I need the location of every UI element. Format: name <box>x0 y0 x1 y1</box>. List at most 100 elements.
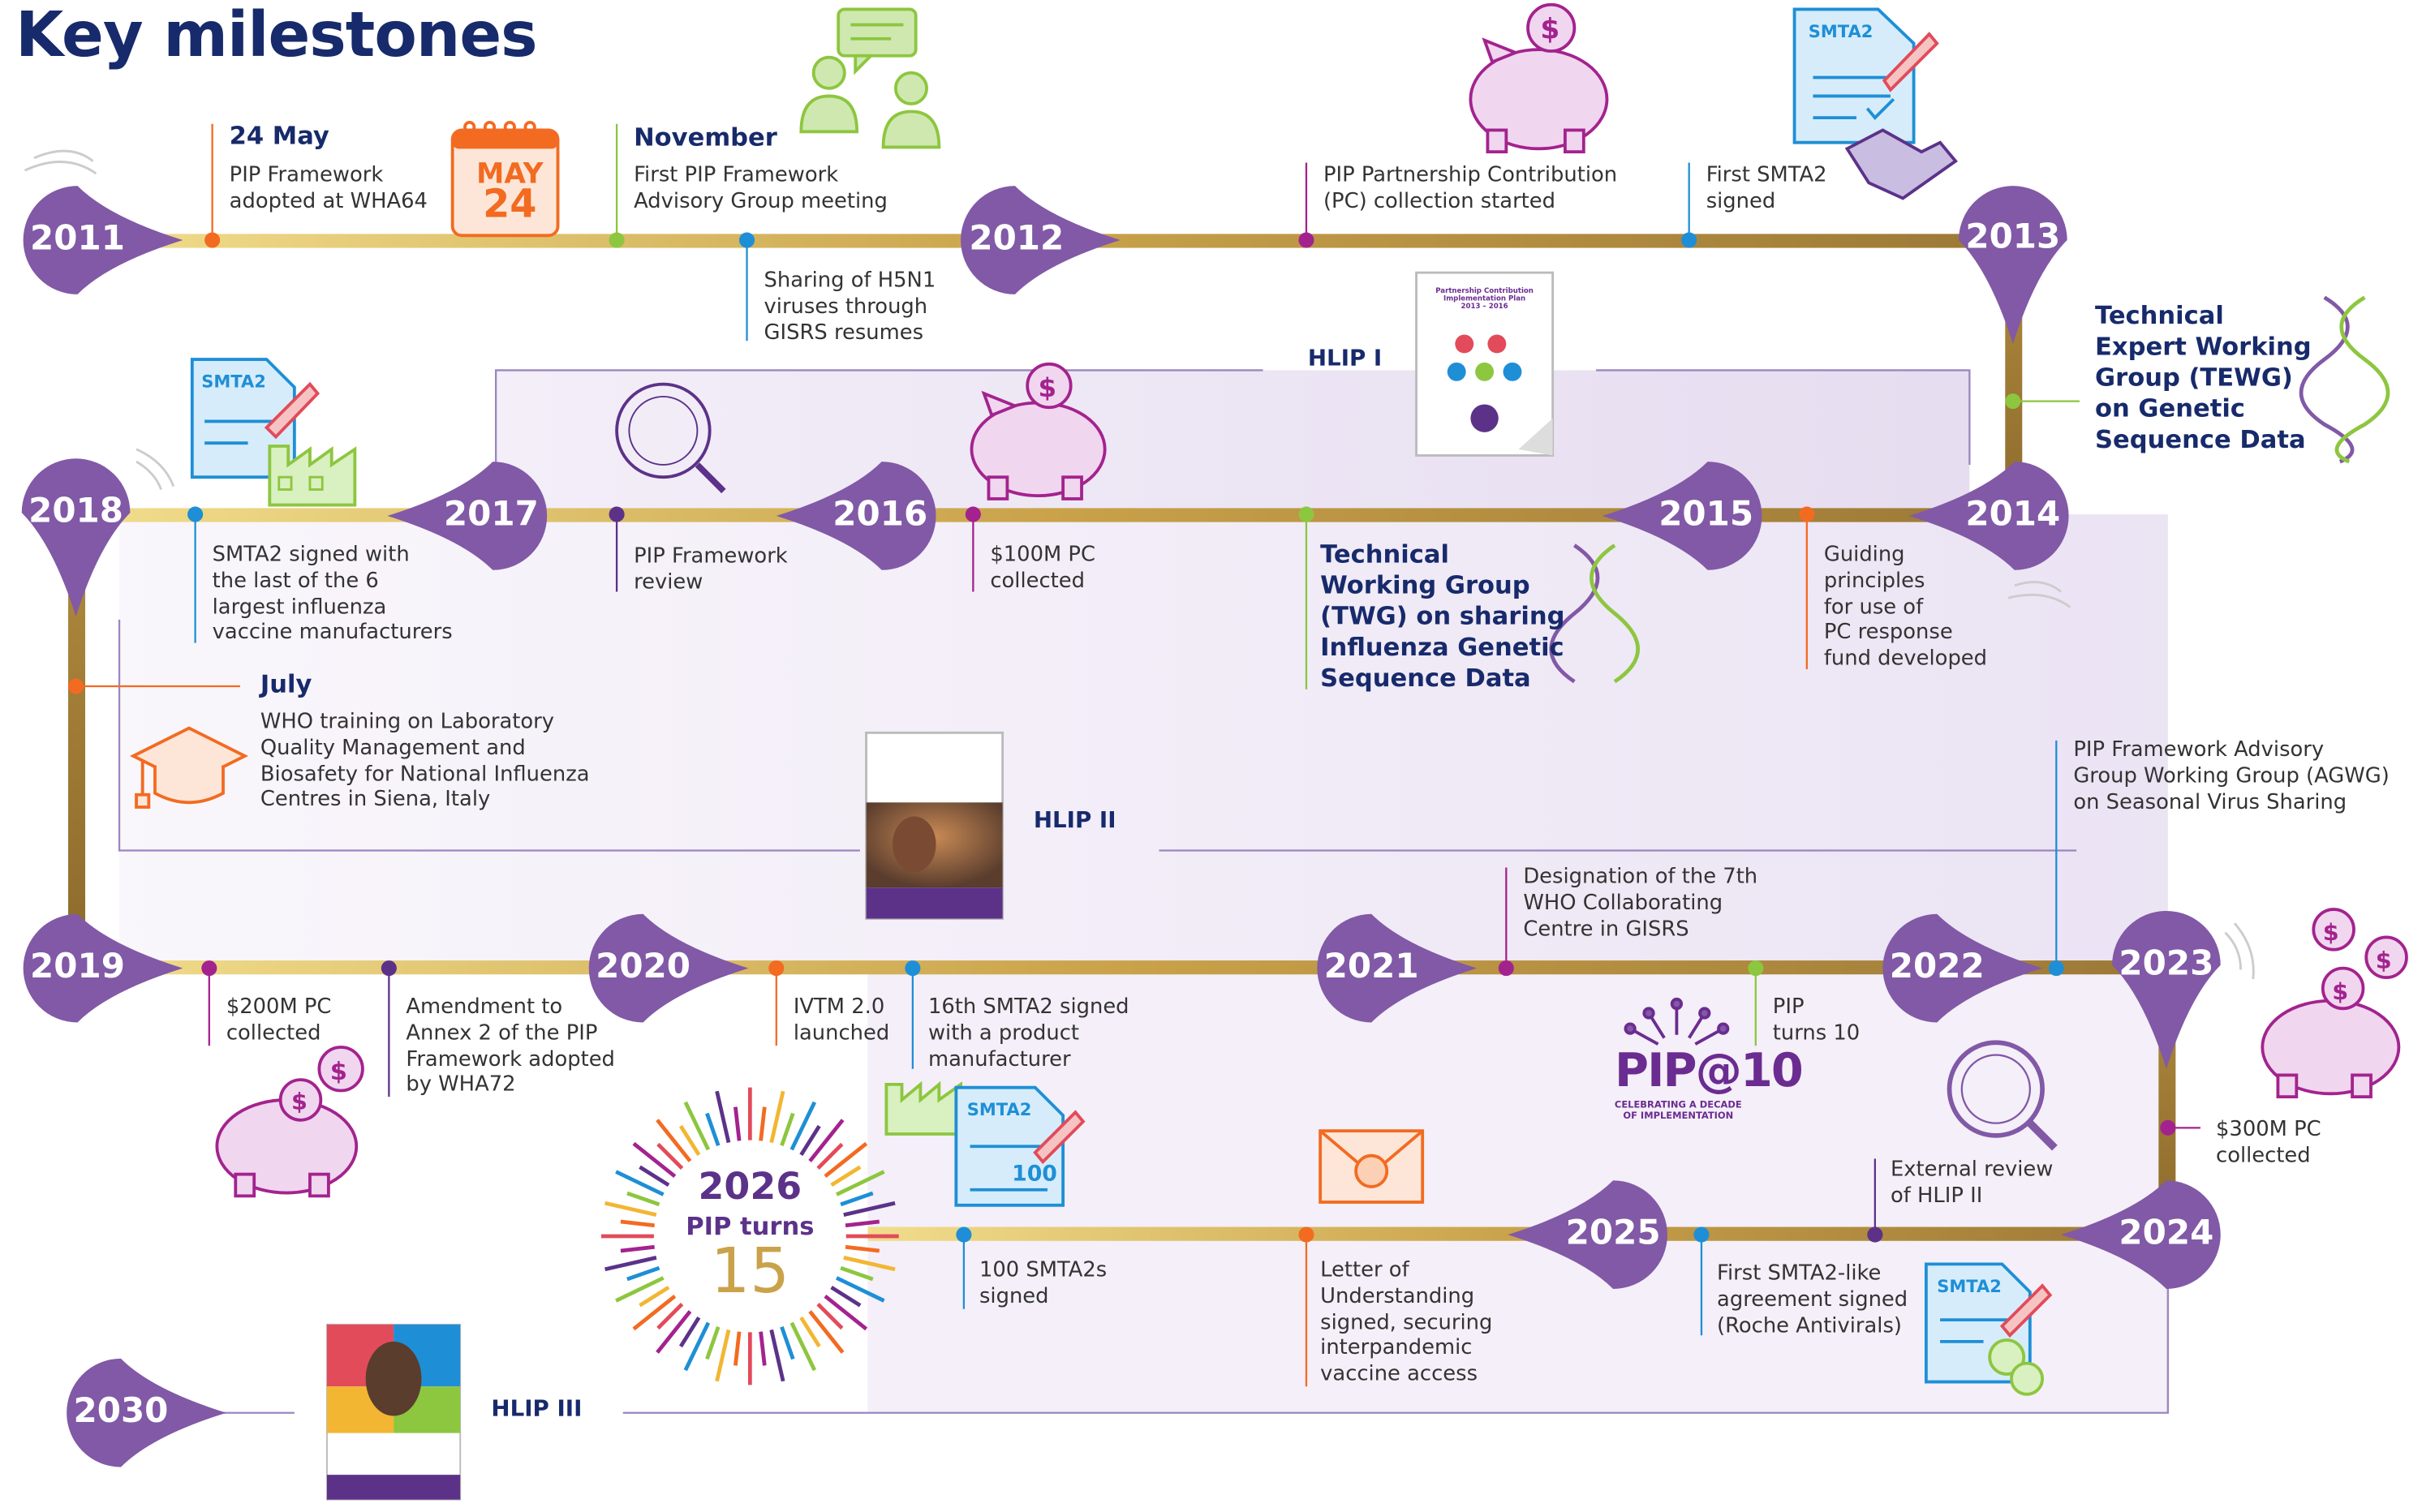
smta2-label: SMTA2 <box>1937 1276 2002 1297</box>
milestone-text: $100M PC collected <box>990 542 1095 594</box>
marker-2017 <box>387 462 548 570</box>
milestone-text: First SMTA2-like agreement signed (Roche… <box>1717 1261 1908 1338</box>
milestone-text: $200M PC collected <box>226 994 332 1046</box>
smta2-label: SMTA2 <box>966 1099 1032 1120</box>
smta2-label: SMTA2 <box>201 372 266 393</box>
burst-ray <box>715 1090 731 1144</box>
envelope-icon <box>1319 1129 1425 1204</box>
burst-ray <box>705 1325 721 1360</box>
graduation-cap-icon <box>129 726 249 809</box>
milestone-text: First PIP Framework Advisory Group meeti… <box>634 162 888 214</box>
dna-icon <box>2299 295 2390 464</box>
page-title: Key milestones <box>15 0 538 71</box>
milestone-text: First SMTA2 signed <box>1706 162 1827 214</box>
marker-2013 <box>1958 186 2067 344</box>
dollar-icon: $ <box>2376 947 2392 974</box>
burst-ray <box>759 1106 767 1141</box>
burst-ray <box>845 1219 880 1228</box>
burst-ray <box>845 1244 880 1253</box>
smta2-label: SMTA2 <box>1808 21 1874 42</box>
marker-2016 <box>776 462 936 570</box>
swooshes <box>24 149 2255 980</box>
piggy-bank-icon <box>970 362 1107 500</box>
magnifier-icon <box>615 382 726 494</box>
milestone-text: Guiding principles for use of PC respons… <box>1823 542 1988 672</box>
year-2024: 2024 <box>2119 1214 2214 1254</box>
milestone-text: $300M PC collected <box>2216 1116 2321 1168</box>
piggy-bank-icon <box>2261 908 2408 1099</box>
milestone-text: Sharing of H5N1 viruses through GISRS re… <box>764 268 936 346</box>
marker-2030 <box>67 1358 226 1467</box>
marker-2015 <box>1602 462 1762 570</box>
burst-ray <box>656 1142 684 1170</box>
burst-text: PIP turns <box>686 1211 815 1241</box>
burst-ray <box>705 1112 721 1147</box>
marker-2025 <box>1508 1180 1667 1289</box>
year-2020: 2020 <box>596 947 691 987</box>
marker-2019 <box>23 913 183 1023</box>
milestone-text: Letter of Understanding signed, securing… <box>1320 1257 1493 1387</box>
year-2017: 2017 <box>443 496 539 535</box>
burst-ray <box>626 1265 660 1282</box>
marker-2020 <box>588 913 749 1023</box>
advisory-group-icon <box>799 7 941 149</box>
year-markers <box>21 186 2221 1467</box>
dollar-icon: $ <box>2332 977 2348 1005</box>
year-2011: 2011 <box>30 220 125 259</box>
burst-ray <box>683 1101 711 1151</box>
burst-ray <box>715 1329 731 1382</box>
burst-ray <box>835 1170 885 1196</box>
milestone-text: PIP Framework Advisory Group Working Gro… <box>2073 737 2390 814</box>
burst-ray <box>830 1285 862 1308</box>
smta2-count: 100 <box>1012 1162 1057 1187</box>
burst-ray <box>632 1141 677 1179</box>
burst-ray <box>843 1256 896 1272</box>
year-2016: 2016 <box>832 496 928 535</box>
burst-ray <box>816 1142 844 1170</box>
burst-ray <box>678 1124 701 1157</box>
hlip-iii-cover <box>326 1323 462 1501</box>
burst-ray <box>626 1191 660 1207</box>
burst-ray <box>759 1331 767 1366</box>
year-2030: 2030 <box>73 1392 169 1432</box>
magnifier-icon <box>1947 1040 2058 1151</box>
year-2018: 2018 <box>28 492 124 532</box>
milestone-tewg: Technical Expert Working Group (TEWG) on… <box>2095 300 2312 454</box>
burst-ray <box>769 1329 785 1382</box>
burst-2026-icon <box>601 1087 899 1385</box>
marker-2022 <box>1882 913 2043 1023</box>
burst-ray <box>604 1256 657 1272</box>
burst-ray <box>733 1331 742 1366</box>
hlip-i-cover-title: Partnership Contribution Implementation … <box>1435 288 1534 311</box>
chat-lines <box>850 23 904 41</box>
burst-ray <box>843 1201 896 1217</box>
burst-ray <box>615 1276 665 1303</box>
milestone-dots <box>68 232 2176 1243</box>
year-2012: 2012 <box>969 220 1065 259</box>
burst-ray <box>789 1101 817 1151</box>
milestone-text: External review of HLIP II <box>1890 1157 2054 1209</box>
burst-ray <box>824 1294 868 1331</box>
milestone-text: PIP Framework adopted at WHA64 <box>229 162 428 214</box>
marker-2024 <box>2061 1180 2221 1289</box>
burst-ray <box>656 1310 692 1354</box>
dollar-icon: $ <box>1540 14 1559 46</box>
milestone-text: IVTM 2.0 launched <box>793 994 890 1046</box>
milestone-date: July <box>260 669 312 699</box>
year-2019: 2019 <box>30 947 125 987</box>
milestone-text: WHO training on Laboratory Quality Manag… <box>260 709 590 813</box>
pip10-title: PIP@10 <box>1615 1044 1804 1099</box>
piggy-bank-icon <box>215 1046 364 1198</box>
year-2022: 2022 <box>1889 947 1985 987</box>
milestone-text: 16th SMTA2 signed with a product manufac… <box>927 994 1129 1072</box>
burst-ray <box>678 1317 701 1348</box>
burst-ray <box>639 1165 670 1188</box>
smta2-document-icon <box>1792 7 1939 144</box>
burst-ray <box>799 1124 821 1157</box>
milestone-date: November <box>634 122 777 152</box>
smta2-factory-icon <box>190 358 357 507</box>
dna-icon <box>1549 543 1641 684</box>
pip10-logo <box>1624 997 1730 1046</box>
